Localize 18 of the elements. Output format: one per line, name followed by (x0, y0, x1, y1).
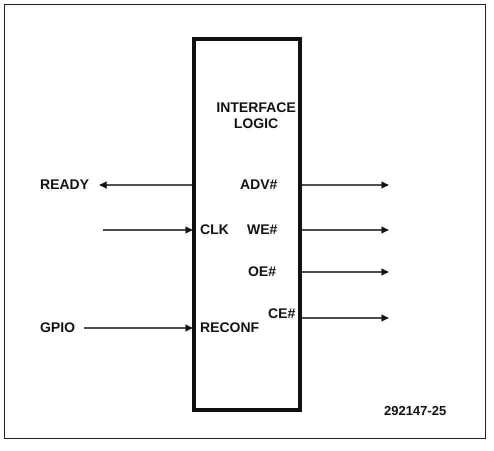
arrow (302, 268, 389, 276)
pin-label: CLK (200, 221, 229, 237)
pin-label: ADV# (240, 176, 278, 192)
arrow (103, 226, 193, 234)
block-title: INTERFACE LOGIC (216, 99, 296, 131)
figure-number: 292147-25 (384, 403, 446, 418)
pin-label: WE# (247, 221, 278, 237)
logic-block (192, 37, 302, 412)
pin-label: RECONF (200, 319, 260, 335)
signal-label: GPIO (40, 319, 80, 337)
signal-label: READY (40, 176, 96, 194)
arrow (99, 181, 192, 189)
arrow (302, 226, 389, 234)
arrow (302, 314, 389, 322)
pin-label: CE# (268, 305, 296, 321)
arrow (84, 324, 193, 332)
pin-label: OE# (248, 263, 276, 279)
arrow (302, 181, 389, 189)
